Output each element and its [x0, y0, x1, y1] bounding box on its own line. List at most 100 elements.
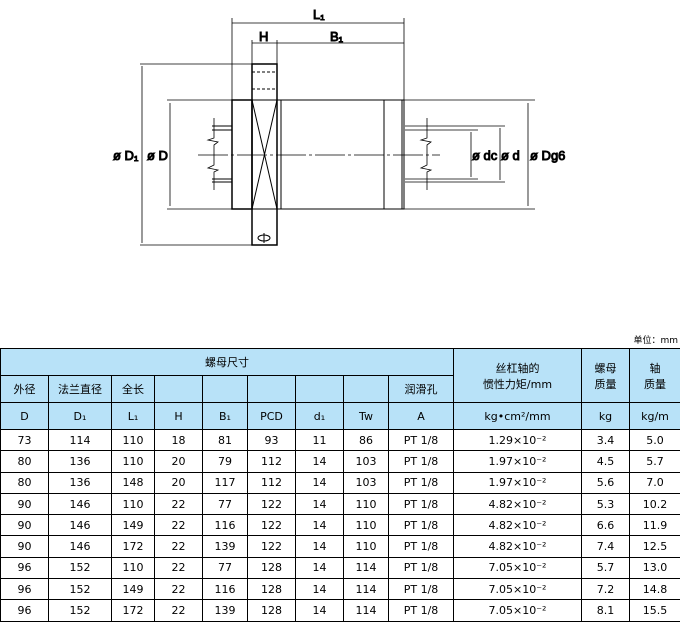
- table-cell: 80: [1, 451, 49, 472]
- column-symbol: kg: [582, 403, 630, 430]
- table-cell: 90: [1, 515, 49, 536]
- table-cell: 12.5: [630, 536, 680, 557]
- table-cell: 18: [155, 430, 203, 451]
- table-cell: 110: [344, 536, 389, 557]
- nut-body: [208, 64, 431, 245]
- table-cell: 5.7: [582, 557, 630, 578]
- table-cell: 116: [203, 579, 248, 600]
- table-cell: 15.5: [630, 600, 680, 621]
- table-cell: 14: [296, 579, 344, 600]
- table-cell: 139: [203, 600, 248, 621]
- table-cell: 96: [1, 600, 49, 621]
- table-cell: 7.05×10⁻²: [454, 579, 582, 600]
- table-cell: PT 1/8: [389, 557, 454, 578]
- group-header: 螺母尺寸: [1, 349, 454, 376]
- table-cell: 110: [344, 493, 389, 514]
- table-cell: 7.4: [582, 536, 630, 557]
- table-cell: 22: [155, 579, 203, 600]
- table-cell: 149: [112, 515, 155, 536]
- column-symbol: d₁: [296, 403, 344, 430]
- table-cell: 96: [1, 579, 49, 600]
- label-D1: ø D₁: [113, 148, 139, 163]
- table-cell: 172: [112, 536, 155, 557]
- column-symbol: D: [1, 403, 49, 430]
- table-cell: 80: [1, 472, 49, 493]
- table-cell: 77: [203, 557, 248, 578]
- inertia-header: 丝杠轴的 惯性力矩/mm: [454, 349, 582, 403]
- table-cell: PT 1/8: [389, 451, 454, 472]
- column-name: 润滑孔: [389, 376, 454, 403]
- table-cell: 6.6: [582, 515, 630, 536]
- table-cell: 14: [296, 600, 344, 621]
- table-cell: 86: [344, 430, 389, 451]
- column-symbol: Tw: [344, 403, 389, 430]
- table-cell: 4.82×10⁻²: [454, 536, 582, 557]
- table-cell: 4.5: [582, 451, 630, 472]
- table-cell: 4.82×10⁻²: [454, 515, 582, 536]
- table-cell: 79: [203, 451, 248, 472]
- column-name: [344, 376, 389, 403]
- table-cell: 14: [296, 515, 344, 536]
- table-cell: 90: [1, 536, 49, 557]
- table-cell: PT 1/8: [389, 515, 454, 536]
- column-symbol: PCD: [248, 403, 296, 430]
- table-cell: 14: [296, 451, 344, 472]
- column-name: 全长: [112, 376, 155, 403]
- table-cell: 146: [49, 493, 112, 514]
- table-cell: 152: [49, 579, 112, 600]
- table-cell: 81: [203, 430, 248, 451]
- table-cell: 172: [112, 600, 155, 621]
- table-cell: 103: [344, 472, 389, 493]
- column-symbol: D₁: [49, 403, 112, 430]
- table-cell: 14: [296, 557, 344, 578]
- column-name: 法兰直径: [49, 376, 112, 403]
- table-cell: 110: [112, 451, 155, 472]
- table-cell: 11.9: [630, 515, 680, 536]
- table-cell: 96: [1, 557, 49, 578]
- table-cell: 7.2: [582, 579, 630, 600]
- column-symbol: H: [155, 403, 203, 430]
- table-cell: 5.0: [630, 430, 680, 451]
- table-cell: 3.4: [582, 430, 630, 451]
- table-cell: 139: [203, 536, 248, 557]
- table-cell: 152: [49, 600, 112, 621]
- table-cell: 114: [344, 557, 389, 578]
- table-cell: 128: [248, 579, 296, 600]
- table-cell: 122: [248, 515, 296, 536]
- column-symbol: kg/m: [630, 403, 680, 430]
- column-name: [155, 376, 203, 403]
- table-cell: 110: [112, 430, 155, 451]
- table-cell: 20: [155, 472, 203, 493]
- table-cell: 112: [248, 472, 296, 493]
- label-dc: ø dc: [472, 148, 498, 163]
- table-cell: 1.97×10⁻²: [454, 472, 582, 493]
- table-cell: 128: [248, 600, 296, 621]
- label-L1: L₁: [313, 7, 325, 22]
- table-cell: 114: [344, 579, 389, 600]
- table-cell: 14: [296, 536, 344, 557]
- shaft-mass-header: 轴 质量: [630, 349, 680, 403]
- table-cell: 110: [344, 515, 389, 536]
- label-Dg6: ø Dg6: [530, 148, 565, 163]
- table-cell: 114: [344, 600, 389, 621]
- table-cell: 5.3: [582, 493, 630, 514]
- column-name: 外径: [1, 376, 49, 403]
- label-B1: B₁: [330, 29, 344, 44]
- table-cell: 149: [112, 579, 155, 600]
- table-cell: 7.05×10⁻²: [454, 600, 582, 621]
- table-cell: 116: [203, 515, 248, 536]
- table-cell: 1.29×10⁻²: [454, 430, 582, 451]
- ball-screw-nut-diagram: L₁ H B₁ ø D₁ ø D ø dc ø d ø Dg6: [0, 0, 680, 330]
- table-cell: 90: [1, 493, 49, 514]
- table-cell: 14: [296, 472, 344, 493]
- spec-table: 螺母尺寸 丝杠轴的 惯性力矩/mm 螺母 质量 轴 质量 外径法兰直径全长润滑孔…: [0, 348, 680, 622]
- table-cell: PT 1/8: [389, 600, 454, 621]
- table-cell: 8.1: [582, 600, 630, 621]
- table-cell: 7.05×10⁻²: [454, 557, 582, 578]
